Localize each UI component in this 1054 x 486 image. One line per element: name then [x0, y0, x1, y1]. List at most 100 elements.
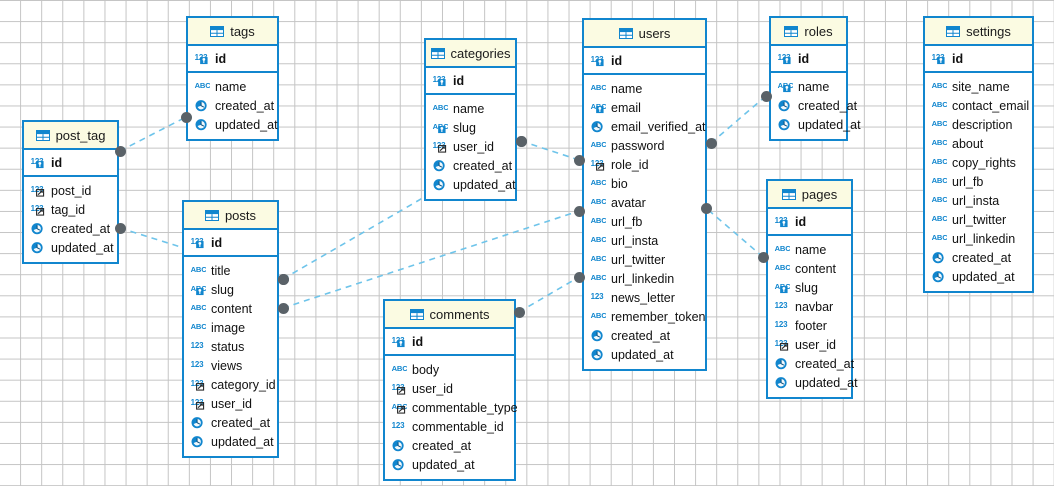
column-updated_at[interactable]: updated_at — [190, 432, 277, 451]
column-created_at[interactable]: created_at — [774, 354, 854, 373]
relationship-endpoint[interactable] — [277, 302, 289, 314]
column-id[interactable]: 123id — [188, 46, 277, 73]
relationship-endpoint[interactable] — [277, 273, 289, 285]
table-header-pages[interactable]: pages — [768, 181, 851, 209]
column-id[interactable]: 123id — [184, 230, 277, 257]
column-id[interactable]: 123id — [768, 209, 851, 236]
column-updated_at[interactable]: updated_at — [931, 267, 1032, 286]
relationship-endpoint[interactable] — [757, 251, 769, 263]
relationship-line[interactable] — [520, 140, 580, 161]
relationship-endpoint[interactable] — [114, 145, 126, 157]
relationship-endpoint[interactable] — [573, 205, 585, 217]
column-id[interactable]: 123id — [426, 68, 515, 95]
table-post_tag[interactable]: post_tag123id 123post_id123tag_idcreated_… — [22, 120, 119, 264]
column-id[interactable]: 123id — [925, 46, 1032, 73]
relationship-endpoint[interactable] — [180, 111, 192, 123]
column-email_verified_at[interactable]: email_verified_at — [590, 117, 706, 136]
column-slug[interactable]: ABCslug — [432, 118, 515, 137]
column-created_at[interactable]: created_at — [391, 436, 514, 455]
table-header-post_tag[interactable]: post_tag — [24, 122, 117, 150]
column-created_at[interactable]: created_at — [190, 413, 277, 432]
table-header-categories[interactable]: categories — [426, 40, 515, 68]
table-header-users[interactable]: users — [584, 20, 705, 48]
column-slug[interactable]: ABCslug — [774, 278, 851, 297]
relationship-line[interactable] — [282, 210, 580, 309]
column-created_at[interactable]: created_at — [931, 248, 1032, 267]
relationship-endpoint[interactable] — [573, 154, 585, 166]
column-slug[interactable]: ABCslug — [190, 280, 277, 299]
column-id[interactable]: 123id — [771, 46, 846, 73]
column-updated_at[interactable]: updated_at — [194, 115, 278, 134]
relationship-endpoint[interactable] — [573, 271, 585, 283]
relationship-endpoint[interactable] — [700, 202, 712, 214]
relationship-endpoint[interactable] — [760, 90, 772, 102]
relationship-endpoint[interactable] — [513, 306, 525, 318]
relationship-line[interactable] — [518, 276, 580, 313]
table-settings[interactable]: settings123idABCsite_nameABCcontact_emai… — [923, 16, 1034, 293]
column-id[interactable]: 123id — [24, 150, 117, 177]
relationship-line[interactable] — [119, 116, 187, 152]
column-updated_at[interactable]: updated_at — [777, 115, 861, 134]
table-users[interactable]: users123idABCnameABCemailemail_verified_… — [582, 18, 707, 371]
column-created_at[interactable]: created_at — [194, 96, 277, 115]
table-header-comments[interactable]: comments — [385, 301, 514, 329]
relationship-line[interactable] — [705, 207, 764, 258]
column-updated_at[interactable]: updated_at — [30, 238, 117, 257]
relationship-endpoint[interactable] — [705, 137, 717, 149]
column-created_at[interactable]: created_at — [777, 96, 857, 115]
column-updated_at[interactable]: updated_at — [590, 345, 705, 364]
table-header-roles[interactable]: roles — [771, 18, 846, 46]
column-email[interactable]: ABCemail — [590, 98, 705, 117]
column-updated_at[interactable]: updated_at — [432, 175, 516, 194]
table-comments[interactable]: comments123idABCbody123user_idABCcomment… — [383, 299, 518, 481]
column-id[interactable]: 123id — [584, 48, 705, 75]
column-created_at[interactable]: created_at — [30, 219, 117, 238]
table-categories[interactable]: categories123idABCnameABCslug123user_idc… — [424, 38, 517, 201]
table-header-tags[interactable]: tags — [188, 18, 277, 46]
table-pages[interactable]: pages123idABCnameABCcontentABCslug123nav… — [766, 179, 858, 399]
relationship-line[interactable] — [710, 95, 767, 144]
relationship-endpoint[interactable] — [515, 135, 527, 147]
column-created_at[interactable]: created_at — [432, 156, 515, 175]
column-created_at[interactable]: created_at — [590, 326, 705, 345]
column-id[interactable]: 123id — [385, 329, 514, 356]
